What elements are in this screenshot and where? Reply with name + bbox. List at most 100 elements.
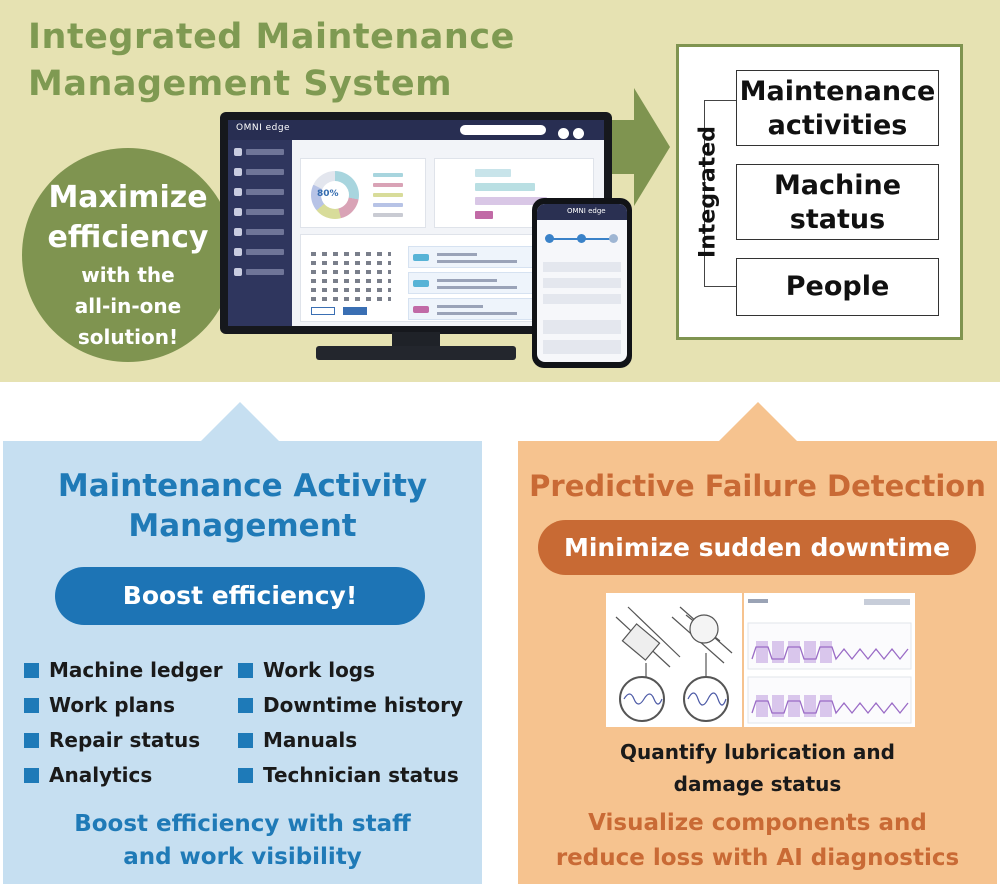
phone-app-name: OMNI edge [567,207,606,215]
sidebar-item [246,209,284,215]
app-logo: OMNI edge [236,123,291,133]
feature-label: Downtime history [263,693,464,717]
sidebar-icon [234,188,242,196]
feature-label: Repair status [49,728,201,752]
feature-item: Repair status [24,728,200,752]
minimize-downtime-pill: Minimize sudden downtime [538,520,976,575]
schedule-item [408,272,552,294]
user-icon [573,128,584,139]
calendar-button [343,307,367,315]
status-bar [475,197,547,205]
donut-card: 80% [300,158,426,228]
schedule-item [408,246,552,268]
feature-item: Machine ledger [24,658,223,682]
legend-line [373,203,403,207]
feature-label: Analytics [49,763,153,787]
calendar [311,251,391,301]
sidebar-item [246,249,284,255]
sidebar-item [246,229,284,235]
feature-label: Technician status [263,763,459,787]
sidebar-item [246,269,284,275]
monitoring-graph-illustration [744,593,915,727]
status-bar [475,211,493,219]
sidebar-item [246,169,284,175]
square-bullet-icon [238,663,253,678]
integrated-item-machine: Machine status [736,164,939,240]
status-bar [475,183,535,191]
legend-line [373,193,403,197]
sidebar-item [246,149,284,155]
bracket-tick [704,100,736,101]
square-bullet-icon [238,698,253,713]
integrated-label: Integrated [695,126,721,258]
maintenance-footer: Boost efficiency with staff and work vis… [74,811,411,870]
feature-item: Manuals [238,728,357,752]
phone-row [543,340,621,354]
square-bullet-icon [24,733,39,748]
blue-panel-pointer [198,402,282,444]
feature-label: Machine ledger [49,658,223,682]
predictive-caption: Quantify lubrication and damage status [620,740,895,796]
feature-item: Work logs [238,658,375,682]
calendar-button [311,307,335,315]
phone-row [543,262,621,272]
feature-item: Technician status [238,763,459,787]
legend-line [373,173,403,177]
app-header: OMNI edge [228,120,604,140]
step-dot [545,234,554,243]
legend-line [373,213,403,217]
sidebar-item [246,189,284,195]
feature-label: Work plans [49,693,176,717]
orange-panel-pointer [716,402,800,444]
donut-chart-icon [311,171,359,219]
phone-illustration: OMNI edge [532,198,632,368]
monitor-base [316,346,516,360]
predictive-title: Predictive Failure Detection [529,469,986,503]
sidebar-icon [234,208,242,216]
phone-screen: OMNI edge [537,204,627,362]
bracket-tick [704,286,736,287]
maintenance-title: Maintenance Activity Management [57,468,428,544]
monitor-stand [392,332,440,350]
sidebar-icon [234,168,242,176]
step-dot [577,234,586,243]
schedule-item [408,298,552,320]
feature-item: Downtime history [238,693,463,717]
square-bullet-icon [24,768,39,783]
step-dot [609,234,618,243]
donut-value: 80% [317,189,339,199]
app-sidebar [228,140,292,326]
feature-label: Manuals [263,728,358,752]
square-bullet-icon [238,768,253,783]
bell-icon [558,128,569,139]
app-header-icons [558,124,588,143]
main-title: Integrated Maintenance Management System [28,17,515,104]
circle-headline: Maximize efficiency [47,180,209,255]
right-arrow-icon [612,88,670,206]
integrated-item-maintenance: Maintenance activities [736,70,939,146]
legend-line [373,183,403,187]
phone-row [543,294,621,304]
phone-row [543,320,621,334]
circle-subtext: with the all-in-one solution! [74,263,182,349]
feature-item: Analytics [24,763,152,787]
square-bullet-icon [24,698,39,713]
sidebar-icon [234,268,242,276]
status-bar [475,169,511,177]
feature-label: Work logs [263,658,376,682]
phone-row [543,278,621,288]
sidebar-icon [234,228,242,236]
sidebar-icon [234,248,242,256]
feature-item: Work plans [24,693,175,717]
efficiency-circle: Maximize efficiency with the all-in-one … [22,148,234,362]
boost-efficiency-pill: Boost efficiency! [55,567,425,625]
predictive-footer: Visualize components and reduce loss wit… [555,810,960,871]
maintenance-panel [3,441,482,884]
mechanical-illustration [606,593,742,727]
integrated-bracket [704,100,705,286]
phone-header: OMNI edge [537,204,627,220]
app-search-input [460,125,546,135]
square-bullet-icon [24,663,39,678]
square-bullet-icon [238,733,253,748]
home-icon [234,148,242,156]
